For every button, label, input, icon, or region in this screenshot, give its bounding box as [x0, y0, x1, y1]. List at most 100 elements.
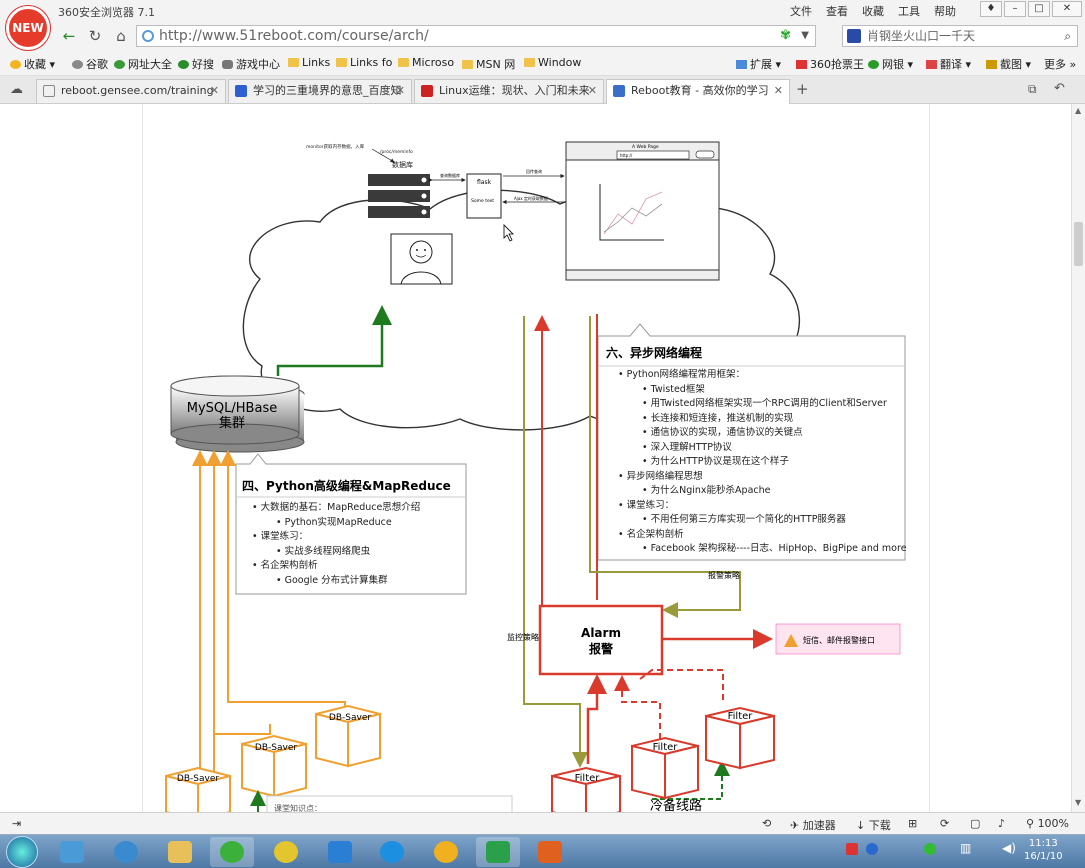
menu-view[interactable]: 查看 — [826, 5, 848, 18]
ext-translate[interactable]: 翻译 ▾ — [926, 56, 971, 72]
undo-close-icon[interactable]: ↶ — [1054, 81, 1065, 96]
taskbar-app-player[interactable] — [424, 837, 468, 867]
taskbar-app-explorer[interactable] — [158, 837, 202, 867]
taskbar-app-mail[interactable] — [318, 837, 362, 867]
list-item-text: 通信协议的实现，通信协议的关键点 — [650, 427, 803, 438]
skin-button[interactable]: ♦ — [980, 1, 1002, 17]
scroll-up-icon[interactable]: ▲ — [1075, 106, 1082, 115]
download-button[interactable]: ↓ 下载 — [856, 819, 891, 832]
bookmark-windows[interactable]: Window — [524, 56, 581, 69]
tab-close-icon[interactable]: ✕ — [587, 84, 597, 97]
restore-tabs-icon[interactable]: ⧉ — [1028, 82, 1037, 96]
cloud-icon[interactable]: ☁ — [10, 82, 23, 97]
window-icon[interactable]: ▢ — [970, 817, 981, 830]
list-item: • 长连接和短连接，推送机制的实现 — [614, 412, 904, 427]
query-db-label: 查询数据库 — [440, 172, 460, 178]
tab-gensee[interactable]: reboot.gensee.com/training✕ — [36, 79, 226, 103]
bookmark-favorites[interactable]: 收藏 ▾ — [10, 56, 55, 72]
scroll-down-icon[interactable]: ▼ — [1075, 798, 1082, 807]
mouse-cursor-icon — [503, 224, 514, 242]
dropdown-arrow-icon[interactable]: ▼ — [801, 30, 809, 41]
maximize-button[interactable]: □ — [1028, 1, 1050, 17]
bookmark-google[interactable]: 谷歌 — [72, 56, 108, 72]
dbsaver-cube-1 — [165, 766, 231, 812]
tray-network-icon[interactable]: ▥ — [960, 841, 972, 855]
list-item: • 异步网络编程思想 — [614, 470, 904, 485]
vertical-scrollbar[interactable]: ▲ ▼ — [1071, 104, 1085, 812]
list-item: • 名企架构剖析 — [614, 528, 904, 543]
ext-screenshot[interactable]: 截图 ▾ — [986, 56, 1031, 72]
accelerate-icon[interactable]: ✾ — [780, 28, 791, 43]
tray-help-icon[interactable] — [866, 843, 878, 855]
bookmark-links[interactable]: Links — [288, 56, 330, 69]
ext-ticket[interactable]: 360抢票王 — [796, 56, 864, 72]
search-site-icon — [178, 60, 189, 69]
tab-linux[interactable]: Linux运维：现状、入门和未来✕ — [414, 79, 604, 103]
accelerator-button[interactable]: ✈ 加速器 — [790, 819, 836, 832]
tray-volume-icon[interactable]: ◀) — [1002, 841, 1016, 855]
tab-baidu[interactable]: 学习的三重境界的意思_百度知✕ — [228, 79, 412, 103]
list-item: • 深入理解HTTP协议 — [614, 441, 904, 456]
bookmark-games[interactable]: 游戏中心 — [222, 56, 280, 72]
sidebar-toggle-icon[interactable]: ⇥ — [12, 817, 22, 830]
taskbar-app-chrome[interactable] — [264, 837, 308, 867]
translate-icon — [926, 60, 937, 69]
bookmark-haosou[interactable]: 好搜 — [178, 56, 214, 72]
scroll-thumb[interactable] — [1074, 222, 1083, 266]
bullet-icon: • — [642, 514, 651, 525]
bookmark-microsoft[interactable]: Microso — [398, 56, 454, 69]
menu-file[interactable]: 文件 — [790, 5, 812, 18]
menu-tools[interactable]: 工具 — [898, 5, 920, 18]
filter-cube-2 — [631, 736, 699, 800]
bookmark-msn[interactable]: MSN 网 — [462, 56, 515, 72]
recycle-icon[interactable]: ⟳ — [940, 817, 950, 830]
taskbar-app-chat[interactable] — [370, 837, 414, 867]
zoom-control[interactable]: ⚲ 100% — [1026, 817, 1070, 830]
home-button[interactable]: ⌂ — [116, 27, 126, 45]
sound-icon[interactable]: ♪ — [998, 817, 1006, 830]
back-button[interactable]: ← — [62, 27, 76, 45]
bookmark-hao[interactable]: 网址大全 — [114, 56, 172, 72]
gamepad-icon — [222, 60, 233, 69]
search-placeholder: 肖钢坐火山口一千天 — [867, 29, 976, 43]
taskbar-app-remote[interactable] — [476, 837, 520, 867]
ext-bank[interactable]: 网银 ▾ — [868, 56, 913, 72]
tab-close-icon[interactable]: ✕ — [395, 84, 405, 97]
menu-favorites[interactable]: 收藏 — [862, 5, 884, 18]
warning-icon — [784, 634, 798, 647]
tab-reboot[interactable]: Reboot教育 - 高效你的学习✕ — [606, 79, 790, 104]
system-clock[interactable]: 11:13 16/1/10 — [1024, 838, 1063, 862]
tab-strip: ☁ reboot.gensee.com/training✕ 学习的三重境界的意思… — [0, 76, 1085, 104]
browser-logo-icon[interactable]: NEW — [6, 6, 50, 50]
start-button[interactable] — [6, 836, 38, 868]
bookmark-links-for[interactable]: Links fo — [336, 56, 392, 69]
ext-more[interactable]: 更多 » — [1044, 58, 1077, 71]
search-engine-icon[interactable] — [847, 29, 861, 43]
ext-extensions[interactable]: 扩展 ▾ — [736, 56, 781, 72]
tab-close-icon[interactable]: ✕ — [773, 84, 783, 97]
refresh-button[interactable]: ↻ — [88, 27, 102, 45]
taskbar-app-360browser[interactable] — [210, 837, 254, 867]
taskbar-app-ppt[interactable] — [528, 837, 572, 867]
bullet-icon: • — [618, 470, 627, 482]
list-item-text: Python实现MapReduce — [284, 516, 392, 528]
filter-label-2: Filter — [653, 742, 679, 753]
search-icon[interactable]: ⌕ — [1064, 29, 1071, 43]
menu-help[interactable]: 帮助 — [934, 5, 956, 18]
tab-close-icon[interactable]: ✕ — [209, 84, 219, 97]
minimize-button[interactable]: – — [1004, 1, 1026, 17]
taskbar-app-360[interactable] — [50, 837, 94, 867]
tray-s-icon[interactable] — [846, 843, 858, 855]
fold-icon[interactable]: ⊞ — [908, 817, 918, 830]
filter-cube-3 — [705, 706, 775, 770]
search-box[interactable]: 肖钢坐火山口一千天 ⌕ — [842, 25, 1078, 47]
taskbar-app-ie[interactable] — [104, 837, 148, 867]
mysql-cluster-icon — [170, 375, 305, 453]
list-item-text: 大数据的基石：MapReduce思想介绍 — [260, 502, 421, 513]
tools-icon[interactable]: ⟲ — [762, 817, 772, 830]
new-tab-button[interactable]: + — [796, 80, 809, 98]
address-bar[interactable]: http://www.51reboot.com/course/arch/ ✾ ▼ — [136, 25, 816, 47]
close-button[interactable]: ✕ — [1052, 1, 1082, 17]
class-note-label: 课堂知识点： — [274, 803, 322, 812]
tray-360-icon[interactable] — [924, 843, 936, 855]
